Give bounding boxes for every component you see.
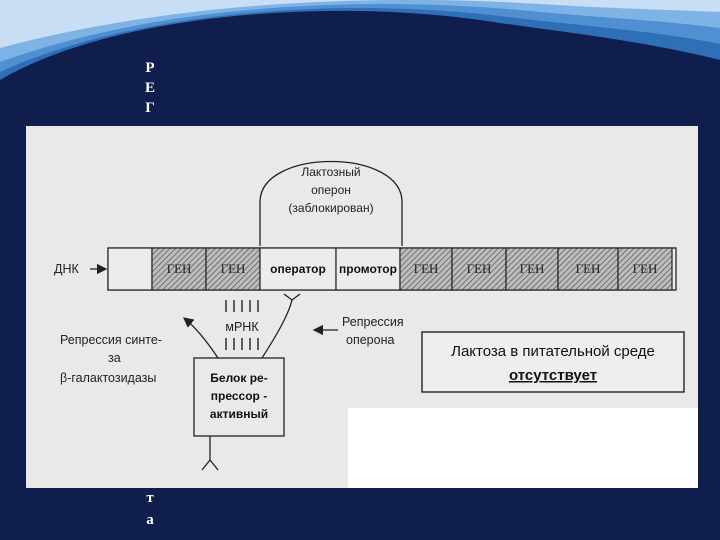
repression-synthesis-arrow	[182, 317, 219, 359]
repressor-box-line2: прессор -	[211, 389, 267, 403]
dna-segment-label: ГЕН	[633, 261, 658, 276]
operon-bubble-line3: (заблокирован)	[288, 201, 373, 215]
dna-segment-box	[335, 247, 401, 291]
operon-bubble: Лактозный оперон (заблокирован)	[259, 160, 403, 246]
operon-bubble-line2: оперон	[311, 183, 351, 197]
dna-segment-label: ГЕН	[414, 261, 439, 276]
side-letter: Г	[145, 100, 155, 116]
repression-synthesis-line2: за	[108, 351, 121, 365]
dna-gene-segment: ГЕН	[617, 247, 673, 291]
repression-synthesis-line1: Репрессия синте-	[60, 333, 162, 347]
dna-segment-box	[557, 247, 619, 291]
dna-gene-segment: ГЕН	[505, 247, 559, 291]
side-letter: а	[146, 512, 154, 528]
dna-segment-box	[151, 247, 207, 291]
repression-synthesis-line3: β-галактозидазы	[60, 371, 156, 385]
repressor-binding-line	[261, 299, 293, 359]
dna-gene-segment: ГЕН	[399, 247, 453, 291]
repressor-binding-fork	[283, 293, 301, 301]
mrna-label: мРНК	[225, 320, 259, 334]
dna-segment-label: ГЕН	[467, 261, 492, 276]
dna-segment-label: ГЕН	[167, 261, 192, 276]
side-letter: Р	[145, 60, 155, 76]
dna-gene-segment: ГЕН	[557, 247, 619, 291]
repressor-box-line1: Белок ре-	[210, 371, 267, 385]
dna-segment-box	[259, 247, 337, 291]
dna-segment-box	[399, 247, 453, 291]
dna-segment-box	[205, 247, 261, 291]
mrna-group: мРНК	[225, 300, 259, 350]
side-letter: т	[146, 490, 154, 506]
dna-segment-label: оператор	[270, 262, 326, 276]
dna-strand: ГЕН ГЕН оператор промотор ГЕН ГЕН ГЕН ГЕН ГЕН	[107, 247, 677, 291]
header-swoosh-decoration	[0, 0, 720, 80]
dna-label: ДНК	[54, 262, 79, 276]
repressor-box-line3: активный	[210, 407, 268, 421]
repression-operon-line1: Репрессия	[342, 315, 404, 329]
lactose-box-line1: Лактоза в питательной среде	[451, 343, 655, 360]
repression-operon-line2: оперона	[346, 333, 394, 347]
lactose-box-line2: отсутствует	[509, 367, 597, 384]
dna-segment-box	[617, 247, 673, 291]
dna-regulatory-segment: промотор	[335, 247, 401, 291]
dna-gene-segment: ГЕН	[151, 247, 207, 291]
dna-leading-segment	[107, 247, 153, 291]
dna-segment-box	[451, 247, 507, 291]
dna-segment-box	[505, 247, 559, 291]
repressor-tail	[201, 436, 219, 471]
dna-segment-label: ГЕН	[221, 261, 246, 276]
dna-gene-segment: ГЕН	[451, 247, 507, 291]
dna-segment-label: ГЕН	[576, 261, 601, 276]
dna-segment-label: промотор	[339, 262, 397, 276]
dna-segment-label: ГЕН	[520, 261, 545, 276]
lactose-condition-box: Лактоза в питательной среде отсутствует	[421, 331, 685, 393]
side-letter: Е	[144, 80, 155, 96]
blank-overlay	[348, 408, 698, 488]
operon-bubble-line1: Лактозный	[301, 165, 360, 179]
dna-regulatory-segment: оператор	[259, 247, 337, 291]
dna-gene-segment: ГЕН	[205, 247, 261, 291]
repressor-protein-box: Белок ре- прессор - активный	[193, 357, 285, 437]
